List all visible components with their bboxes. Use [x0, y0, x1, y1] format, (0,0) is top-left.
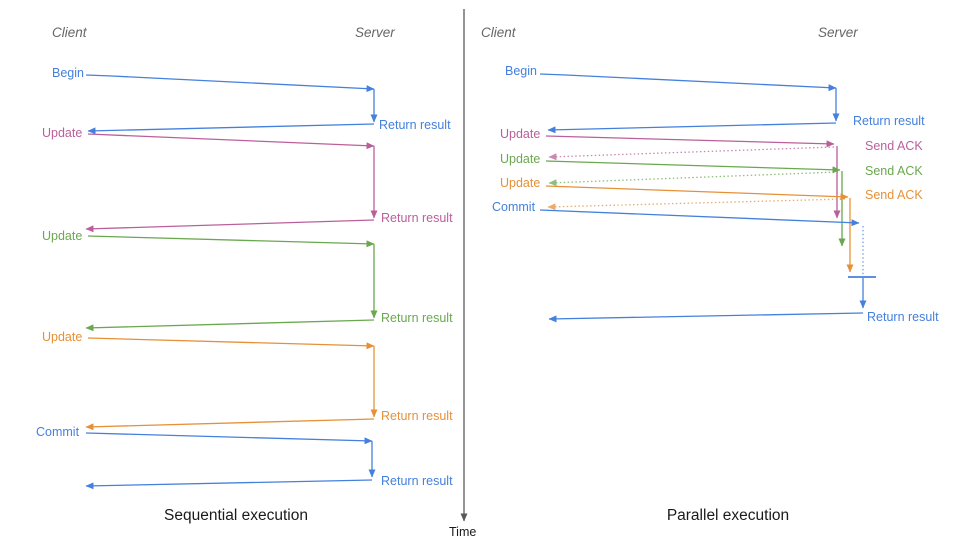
par-commit-request	[539, 209, 860, 227]
seq-return-result-2: Return result	[381, 211, 453, 225]
seq-update3-request	[87, 337, 375, 350]
seq-return-result-4: Return result	[381, 409, 453, 423]
seq-commit-return	[85, 479, 373, 490]
par-begin-request	[539, 73, 837, 92]
par-final-return	[548, 312, 864, 323]
seq-update2-request	[87, 235, 375, 248]
par-send-ack-2: Send ACK	[865, 164, 923, 178]
seq-update2-return	[85, 319, 375, 332]
seq-update-label-2: Update	[42, 229, 82, 243]
par-server-header: Server	[818, 25, 858, 40]
seq-return-result-3: Return result	[381, 311, 453, 325]
seq-commit-label: Commit	[36, 425, 80, 439]
seq-server-header: Server	[355, 25, 395, 40]
seq-return-result-1: Return result	[379, 118, 451, 132]
seq-update1-request	[87, 133, 375, 150]
seq-begin-return	[87, 123, 375, 135]
par-update-label-2: Update	[500, 152, 540, 166]
seq-caption: Sequential execution	[164, 507, 308, 524]
par-commit-label: Commit	[492, 200, 536, 214]
par-send-ack-3: Send ACK	[865, 188, 923, 202]
par-update-label-1: Update	[500, 127, 540, 141]
par-update3-request	[545, 185, 849, 201]
seq-return-result-5: Return result	[381, 474, 453, 488]
seq-begin-request	[85, 74, 375, 93]
seq-update-label-1: Update	[42, 126, 82, 140]
par-return-result-2: Return result	[867, 310, 939, 324]
par-caption: Parallel execution	[667, 507, 789, 524]
seq-update1-return	[85, 219, 375, 233]
seq-client-header: Client	[52, 25, 88, 40]
par-begin-return	[547, 122, 837, 134]
par-ack3-return	[547, 198, 846, 211]
par-update1-request	[545, 135, 835, 148]
par-update2-request	[545, 160, 841, 174]
par-client-header: Client	[481, 25, 517, 40]
par-ack2-return	[548, 171, 839, 187]
par-begin-label: Begin	[505, 64, 537, 78]
seq-begin-label: Begin	[52, 66, 84, 80]
seq-commit-request	[85, 432, 373, 445]
par-return-result-1: Return result	[853, 114, 925, 128]
par-send-ack-1: Send ACK	[865, 139, 923, 153]
par-ack1-return	[548, 146, 835, 161]
par-update-label-3: Update	[500, 176, 540, 190]
seq-update3-return	[85, 418, 375, 431]
seq-update-label-3: Update	[42, 330, 82, 344]
time-axis-label: Time	[449, 525, 476, 539]
